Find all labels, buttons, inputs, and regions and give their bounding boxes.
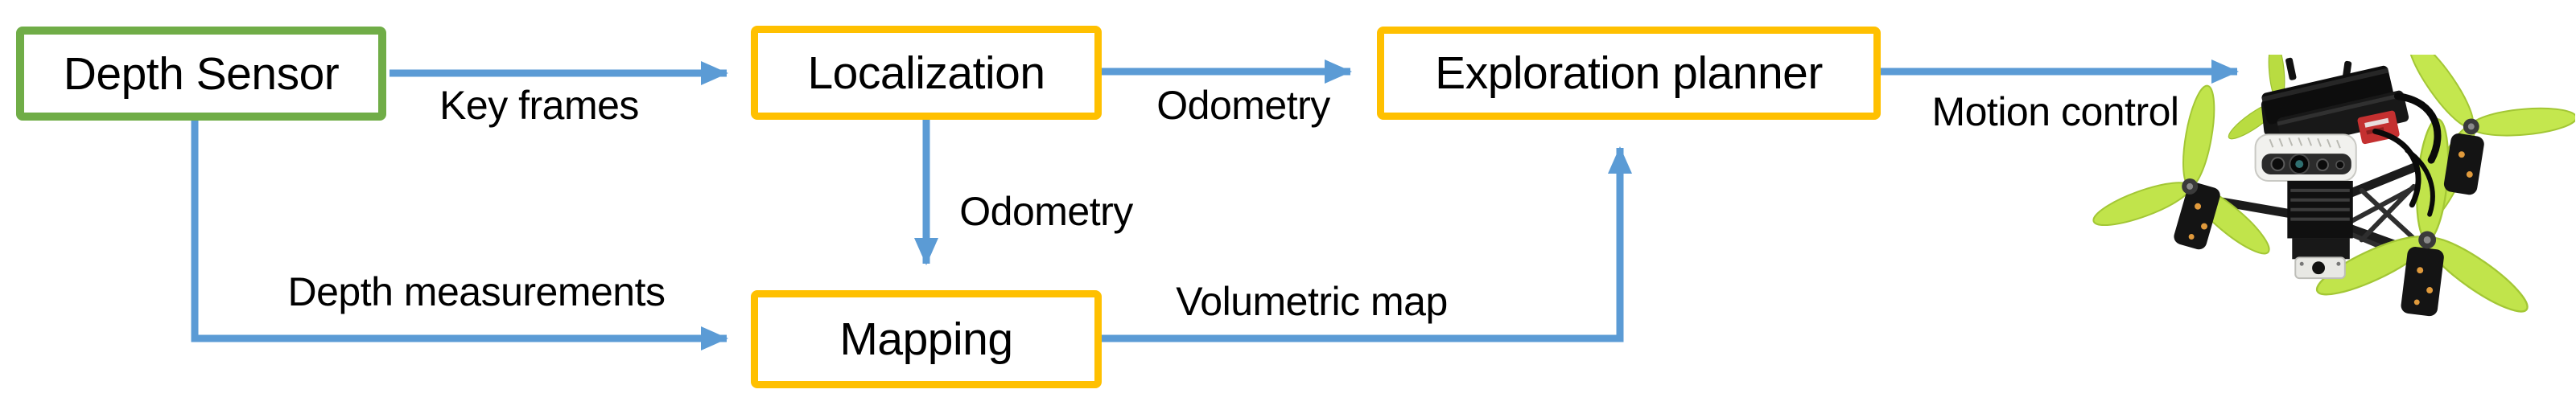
edge-label-volumetric-map: Volumetric map	[1176, 279, 1448, 324]
node-localization-label: Localization	[807, 47, 1045, 99]
edge-label-odometry-to-mapping: Odometry	[959, 189, 1133, 234]
node-mapping: Mapping	[751, 290, 1102, 388]
motor-pods	[2174, 97, 2484, 317]
edge-label-motion-control: Motion control	[1931, 89, 2179, 134]
drone-photo	[2092, 55, 2575, 317]
edge-label-odometry-to-planner: Odometry	[1156, 83, 1330, 128]
node-mapping-label: Mapping	[839, 314, 1013, 365]
chassis	[2287, 180, 2353, 280]
edge-label-key-frames: Key frames	[439, 83, 639, 128]
arrow-volumetric-map	[1101, 146, 1632, 342]
arrow-depth-measurements	[191, 121, 728, 350]
node-exploration-planner-label: Exploration planner	[1435, 47, 1823, 99]
node-depth-sensor-label: Depth Sensor	[63, 47, 340, 100]
node-depth-sensor: Depth Sensor	[16, 27, 386, 121]
depth-camera	[2254, 133, 2357, 182]
edge-label-depth-measurements: Depth measurements	[287, 269, 666, 314]
node-exploration-planner: Exploration planner	[1377, 27, 1881, 120]
node-localization: Localization	[751, 26, 1102, 120]
